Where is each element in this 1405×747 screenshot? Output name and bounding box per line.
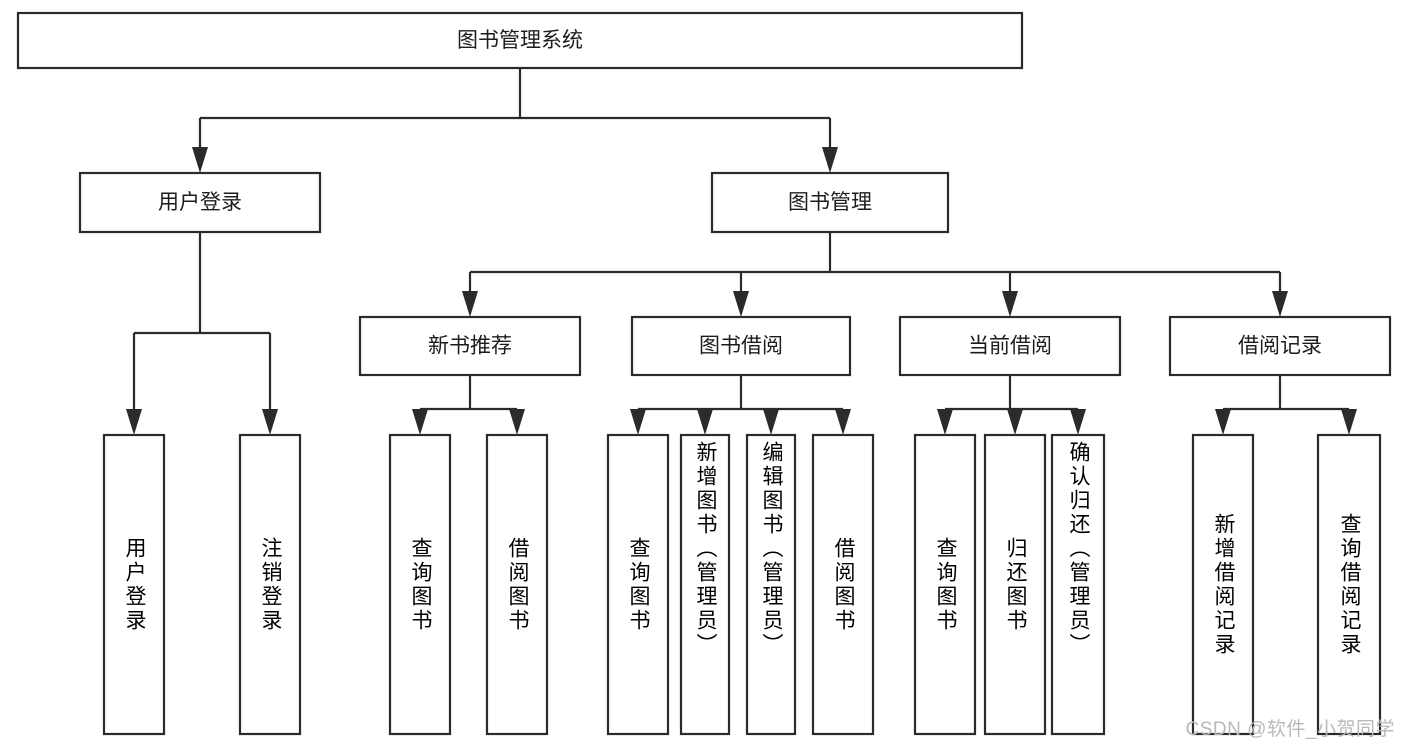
- node-box-leaf-return-book: [983, 433, 1047, 736]
- node-label-user-login: 用户登录: [158, 191, 242, 214]
- node-leaf-add-record[interactable]: 新增借阅记录: [1191, 433, 1255, 736]
- node-box-new-book-rec: [358, 315, 582, 377]
- connector-layer: [126, 68, 1357, 435]
- node-box-book-borrow: [630, 315, 852, 377]
- node-label-leaf-add-book: 新增图书（管理员）: [694, 441, 717, 657]
- book-borrow-arrow-3: [835, 409, 851, 435]
- node-box-leaf-query-book-1: [388, 433, 452, 736]
- node-label-new-book-rec: 新书推荐: [428, 335, 512, 358]
- node-box-leaf-borrow-book-2: [811, 433, 875, 736]
- current-borrow-arrow-0: [937, 409, 953, 435]
- node-label-leaf-return-book: 归还图书: [1004, 536, 1027, 633]
- node-label-leaf-query-book-2: 查询图书: [627, 536, 650, 633]
- node-leaf-return-book[interactable]: 归还图书: [983, 433, 1047, 736]
- node-leaf-query-book-1[interactable]: 查询图书: [388, 433, 452, 736]
- node-box-leaf-user-login: [102, 433, 166, 736]
- root-arrow-1: [822, 147, 838, 173]
- node-label-book-manage: 图书管理: [788, 191, 872, 214]
- node-label-wrap-leaf-add-record: 新增借阅记录: [1212, 512, 1235, 657]
- node-leaf-borrow-book-2[interactable]: 借阅图书: [811, 433, 875, 736]
- node-label-wrap-leaf-return-book: 归还图书: [1004, 536, 1027, 633]
- borrow-record-arrow-0: [1215, 409, 1231, 435]
- node-box-book-manage: [710, 171, 950, 234]
- node-label-wrap-leaf-borrow-book-2: 借阅图书: [832, 536, 855, 633]
- node-box-leaf-confirm-return: [1050, 433, 1106, 736]
- node-book-manage[interactable]: 图书管理: [710, 171, 950, 234]
- book-borrow-arrow-1: [697, 409, 713, 435]
- node-box-leaf-query-book-3: [913, 433, 977, 736]
- node-leaf-borrow-book-1[interactable]: 借阅图书: [485, 433, 549, 736]
- node-leaf-query-book-3[interactable]: 查询图书: [913, 433, 977, 736]
- node-current-borrow[interactable]: 当前借阅: [898, 315, 1122, 377]
- node-label-wrap-leaf-borrow-book-1: 借阅图书: [506, 536, 529, 633]
- node-leaf-user-login[interactable]: 用户登录: [102, 433, 166, 736]
- node-box-user-login: [78, 171, 322, 234]
- node-box-leaf-add-book: [679, 433, 731, 736]
- node-box-leaf-user-logout: [238, 433, 302, 736]
- node-box-leaf-add-record: [1191, 433, 1255, 736]
- new-book-rec-arrow-1: [509, 409, 525, 435]
- book-manage-arrow-1: [733, 291, 749, 317]
- node-label-leaf-query-book-1: 查询图书: [409, 536, 432, 633]
- node-borrow-record[interactable]: 借阅记录: [1168, 315, 1392, 377]
- node-label-leaf-borrow-book-1: 借阅图书: [506, 536, 529, 633]
- node-label-wrap-leaf-user-logout: 注销登录: [259, 536, 282, 633]
- node-label-current-borrow: 当前借阅: [968, 335, 1052, 358]
- node-label-leaf-edit-book: 编辑图书（管理员）: [760, 441, 783, 657]
- new-book-rec-arrow-0: [412, 409, 428, 435]
- node-leaf-query-book-2[interactable]: 查询图书: [606, 433, 670, 736]
- node-label-leaf-borrow-book-2: 借阅图书: [832, 536, 855, 633]
- node-label-wrap-leaf-query-record: 查询借阅记录: [1338, 512, 1361, 657]
- node-box-root: [16, 11, 1024, 70]
- node-label-leaf-add-record: 新增借阅记录: [1212, 512, 1235, 657]
- node-label-wrap-leaf-edit-book: 编辑图书（管理员）: [760, 441, 783, 657]
- node-label-wrap-leaf-query-book-1: 查询图书: [409, 536, 432, 633]
- current-borrow-arrow-2: [1070, 409, 1086, 435]
- node-box-borrow-record: [1168, 315, 1392, 377]
- node-label-wrap-leaf-confirm-return: 确认归还（管理员）: [1067, 441, 1090, 657]
- root-arrow-0: [192, 147, 208, 173]
- node-label-leaf-query-book-3: 查询图书: [934, 536, 957, 633]
- node-box-leaf-query-book-2: [606, 433, 670, 736]
- node-leaf-user-logout[interactable]: 注销登录: [238, 433, 302, 736]
- node-label-wrap-leaf-user-login: 用户登录: [123, 536, 146, 633]
- current-borrow-arrow-1: [1007, 409, 1023, 435]
- node-label-leaf-user-logout: 注销登录: [259, 536, 282, 633]
- node-label-wrap-leaf-query-book-2: 查询图书: [627, 536, 650, 633]
- node-leaf-edit-book[interactable]: 编辑图书（管理员）: [745, 433, 797, 736]
- node-label-wrap-leaf-add-book: 新增图书（管理员）: [694, 441, 717, 657]
- node-new-book-rec[interactable]: 新书推荐: [358, 315, 582, 377]
- book-manage-arrow-3: [1272, 291, 1288, 317]
- node-box-current-borrow: [898, 315, 1122, 377]
- user-login-arrow-0: [126, 409, 142, 435]
- node-box-leaf-borrow-book-1: [485, 433, 549, 736]
- node-leaf-confirm-return[interactable]: 确认归还（管理员）: [1050, 433, 1106, 736]
- node-box-leaf-edit-book: [745, 433, 797, 736]
- node-root[interactable]: 图书管理系统: [16, 11, 1024, 70]
- borrow-record-arrow-1: [1341, 409, 1357, 435]
- node-user-login[interactable]: 用户登录: [78, 171, 322, 234]
- node-label-leaf-user-login: 用户登录: [123, 536, 146, 633]
- node-box-leaf-query-record: [1316, 433, 1382, 736]
- node-label-book-borrow: 图书借阅: [699, 335, 783, 358]
- book-borrow-arrow-0: [630, 409, 646, 435]
- node-leaf-query-record[interactable]: 查询借阅记录: [1316, 433, 1382, 736]
- node-label-wrap-leaf-query-book-3: 查询图书: [934, 536, 957, 633]
- node-label-leaf-confirm-return: 确认归还（管理员）: [1067, 441, 1090, 657]
- user-login-arrow-1: [262, 409, 278, 435]
- node-label-borrow-record: 借阅记录: [1238, 335, 1322, 358]
- node-book-borrow[interactable]: 图书借阅: [630, 315, 852, 377]
- book-borrow-arrow-2: [763, 409, 779, 435]
- book-manage-arrow-0: [462, 291, 478, 317]
- node-label-root: 图书管理系统: [457, 29, 583, 52]
- node-label-leaf-query-record: 查询借阅记录: [1338, 512, 1361, 657]
- node-leaf-add-book[interactable]: 新增图书（管理员）: [679, 433, 731, 736]
- book-manage-arrow-2: [1002, 291, 1018, 317]
- node-layer: 图书管理系统用户登录图书管理新书推荐图书借阅当前借阅借阅记录用户登录注销登录查询…: [16, 11, 1392, 736]
